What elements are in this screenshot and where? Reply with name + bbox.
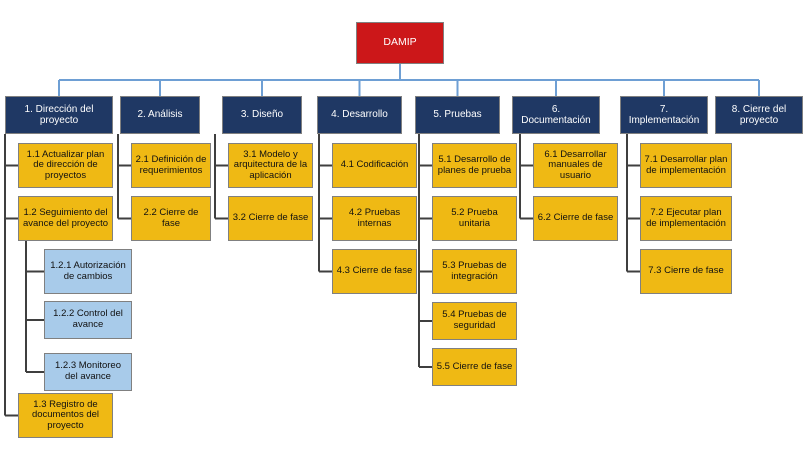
subtask-node-label: 1.2.3 Monitoreo del avance: [54, 360, 121, 382]
subtask-node[interactable]: 1.2.3 Monitoreo del avance: [44, 353, 132, 391]
task-node-label: 7.3 Cierre de fase: [648, 265, 724, 277]
task-node[interactable]: 7.2 Ejecutar plan de implementación: [640, 196, 732, 241]
task-node-label: 1.2 Seguimiento del avance del proyecto: [22, 206, 109, 229]
task-node[interactable]: 5.5 Cierre de fase: [432, 348, 517, 386]
phase-node-8[interactable]: 8. Cierre del proyecto: [715, 96, 803, 134]
task-node-label: 1.3 Registro de documentos del proyecto: [31, 398, 100, 431]
task-node[interactable]: 1.1 Actualizar plan de dirección de proy…: [18, 143, 113, 188]
phase-node-3-label: 3. Diseño: [240, 109, 284, 121]
task-node-label: 5.1 Desarrollo de planes de prueba: [437, 153, 512, 176]
task-node-label: 6.2 Cierre de fase: [537, 212, 614, 224]
task-node-label: 3.1 Modelo y arquitectura de la aplicaci…: [233, 148, 308, 181]
task-node[interactable]: 2.2 Cierre de fase: [131, 196, 211, 241]
task-node[interactable]: 4.1 Codificación: [332, 143, 417, 188]
task-node-label: 7.2 Ejecutar plan de implementación: [646, 206, 726, 229]
task-node-label: 4.2 Pruebas internas: [348, 206, 401, 229]
task-node[interactable]: 5.3 Pruebas de integración: [432, 249, 517, 294]
phase-node-8-label: 8. Cierre del proyecto: [731, 103, 787, 126]
task-node[interactable]: 6.1 Desarrollar manuales de usuario: [533, 143, 618, 188]
task-node-label: 4.3 Cierre de fase: [336, 265, 413, 277]
task-node-label: 5.5 Cierre de fase: [436, 360, 513, 372]
phase-node-7[interactable]: 7. Implementación: [620, 96, 708, 134]
phase-node-5[interactable]: 5. Pruebas: [415, 96, 500, 134]
subtask-node[interactable]: 1.2.1 Autorización de cambios: [44, 249, 132, 294]
task-node-label: 3.2 Cierre de fase: [232, 212, 309, 224]
task-node[interactable]: 4.3 Cierre de fase: [332, 249, 417, 294]
phase-node-1-label: 1. Dirección del proyecto: [24, 103, 94, 126]
task-node[interactable]: 3.2 Cierre de fase: [228, 196, 313, 241]
task-node[interactable]: 3.1 Modelo y arquitectura de la aplicaci…: [228, 143, 313, 188]
phase-node-2[interactable]: 2. Análisis: [120, 96, 200, 134]
subtask-node[interactable]: 1.2.2 Control del avance: [44, 301, 132, 339]
task-node[interactable]: 7.1 Desarrollar plan de implementación: [640, 143, 732, 188]
root-node[interactable]: DAMIP: [356, 22, 444, 64]
task-node[interactable]: 5.1 Desarrollo de planes de prueba: [432, 143, 517, 188]
phase-node-5-label: 5. Pruebas: [433, 109, 482, 121]
task-node-label: 6.1 Desarrollar manuales de usuario: [544, 148, 607, 181]
task-node-label: 7.1 Desarrollar plan de implementación: [644, 153, 728, 176]
subtask-node-label: 1.2.2 Control del avance: [53, 308, 123, 330]
task-node-label: 5.4 Pruebas de seguridad: [442, 309, 507, 331]
task-node[interactable]: 7.3 Cierre de fase: [640, 249, 732, 294]
task-node-label: 5.3 Pruebas de integración: [442, 259, 507, 282]
task-node[interactable]: 2.1 Definición de requerimientos: [131, 143, 211, 188]
phase-node-7-label: 7. Implementación: [628, 103, 700, 126]
task-node-label: 2.1 Definición de requerimientos: [135, 153, 207, 176]
phase-node-6-label: 6. Documentación: [521, 103, 591, 126]
task-node-label: 4.1 Codificación: [340, 159, 409, 171]
phase-node-4[interactable]: 4. Desarrollo: [317, 96, 402, 134]
task-node[interactable]: 4.2 Pruebas internas: [332, 196, 417, 241]
task-node-label: 2.2 Cierre de fase: [143, 206, 199, 229]
phase-node-6[interactable]: 6. Documentación: [512, 96, 600, 134]
task-node[interactable]: 1.3 Registro de documentos del proyecto: [18, 393, 113, 438]
phase-node-1[interactable]: 1. Dirección del proyecto: [5, 96, 113, 134]
task-node[interactable]: 5.2 Prueba unitaria: [432, 196, 517, 241]
subtask-node-label: 1.2.1 Autorización de cambios: [50, 259, 126, 282]
root-node-label: DAMIP: [383, 36, 417, 49]
task-node[interactable]: 5.4 Pruebas de seguridad: [432, 302, 517, 340]
task-node-label: 5.2 Prueba unitaria: [451, 206, 498, 229]
phase-node-3[interactable]: 3. Diseño: [222, 96, 302, 134]
task-node-label: 1.1 Actualizar plan de dirección de proy…: [26, 148, 105, 181]
task-node[interactable]: 6.2 Cierre de fase: [533, 196, 618, 241]
phase-node-4-label: 4. Desarrollo: [331, 109, 388, 121]
task-node[interactable]: 1.2 Seguimiento del avance del proyecto: [18, 196, 113, 241]
phase-node-2-label: 2. Análisis: [137, 109, 183, 121]
